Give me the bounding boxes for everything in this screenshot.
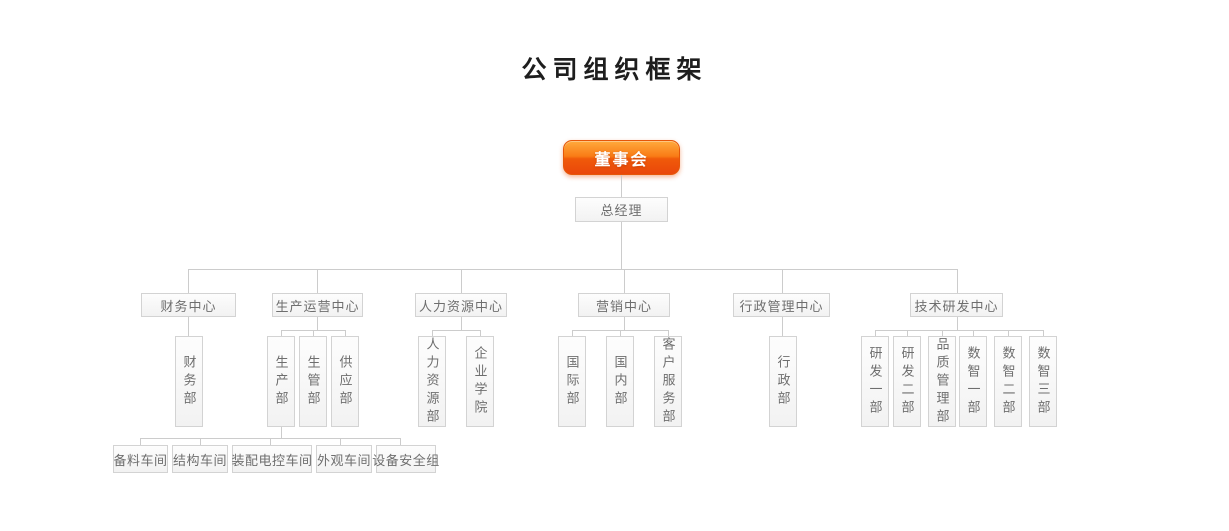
node-dept-finance: 财务部 — [175, 336, 203, 427]
node-workshop-material-prep: 备料车间 — [113, 445, 168, 473]
connector — [620, 330, 621, 336]
node-dept-digital-intel-1: 数智一部 — [959, 336, 987, 427]
connector — [281, 427, 282, 438]
connector — [317, 269, 318, 293]
connector — [188, 269, 958, 270]
connector — [317, 317, 318, 330]
node-dept-digital-intel-2: 数智二部 — [994, 336, 1022, 427]
node-dept-supply: 供应部 — [331, 336, 359, 427]
connector — [875, 330, 1044, 331]
connector — [432, 330, 433, 336]
connector — [340, 438, 341, 445]
node-dept-production: 生产部 — [267, 336, 295, 427]
connector — [621, 222, 622, 269]
connector — [345, 330, 346, 336]
connector — [200, 438, 201, 445]
node-dept-international: 国际部 — [558, 336, 586, 427]
connector — [621, 175, 622, 197]
connector — [782, 269, 783, 293]
node-center-human-resources: 人力资源中心 — [415, 293, 507, 317]
connector — [1008, 330, 1009, 336]
connector — [942, 330, 943, 336]
node-dept-corporate-academy: 企业学院 — [466, 336, 494, 427]
node-dept-production-mgmt: 生管部 — [299, 336, 327, 427]
connector — [480, 330, 481, 336]
connector — [461, 317, 462, 330]
node-dept-human-resources: 人力资源部 — [418, 336, 446, 427]
node-center-marketing: 营销中心 — [578, 293, 670, 317]
node-general-manager: 总经理 — [575, 197, 668, 222]
connector — [281, 330, 282, 336]
node-dept-admin: 行政部 — [769, 336, 797, 427]
node-dept-rnd-2: 研发二部 — [893, 336, 921, 427]
connector — [957, 317, 958, 330]
connector — [624, 269, 625, 293]
connector — [973, 330, 974, 336]
connector — [461, 269, 462, 293]
node-workshop-assembly-electric: 装配电控车间 — [232, 445, 312, 473]
connector — [782, 317, 783, 336]
connector — [957, 269, 958, 293]
connector — [188, 269, 189, 293]
node-dept-digital-intel-3: 数智三部 — [1029, 336, 1057, 427]
connector — [572, 330, 573, 336]
connector — [270, 438, 271, 445]
node-center-admin-management: 行政管理中心 — [733, 293, 830, 317]
connector — [400, 438, 401, 445]
node-dept-quality-mgmt: 品质管理部 — [928, 336, 956, 427]
node-board: 董事会 — [563, 140, 680, 175]
node-center-finance: 财务中心 — [141, 293, 236, 317]
connector — [1043, 330, 1044, 336]
connector — [624, 317, 625, 330]
connector — [432, 330, 481, 331]
node-dept-rnd-1: 研发一部 — [861, 336, 889, 427]
connector — [907, 330, 908, 336]
node-equipment-safety-group: 设备安全组 — [372, 445, 439, 473]
node-dept-customer-service: 客户服务部 — [654, 336, 682, 427]
connector — [668, 330, 669, 336]
connector — [188, 317, 189, 336]
node-workshop-structure: 结构车间 — [172, 445, 228, 473]
node-dept-domestic: 国内部 — [606, 336, 634, 427]
node-center-production-operations: 生产运营中心 — [272, 293, 363, 317]
page-title: 公司组织框架 — [521, 56, 708, 84]
connector — [313, 330, 314, 336]
connector — [140, 438, 141, 445]
connector — [875, 330, 876, 336]
node-center-rnd: 技术研发中心 — [910, 293, 1003, 317]
node-workshop-appearance: 外观车间 — [316, 445, 372, 473]
